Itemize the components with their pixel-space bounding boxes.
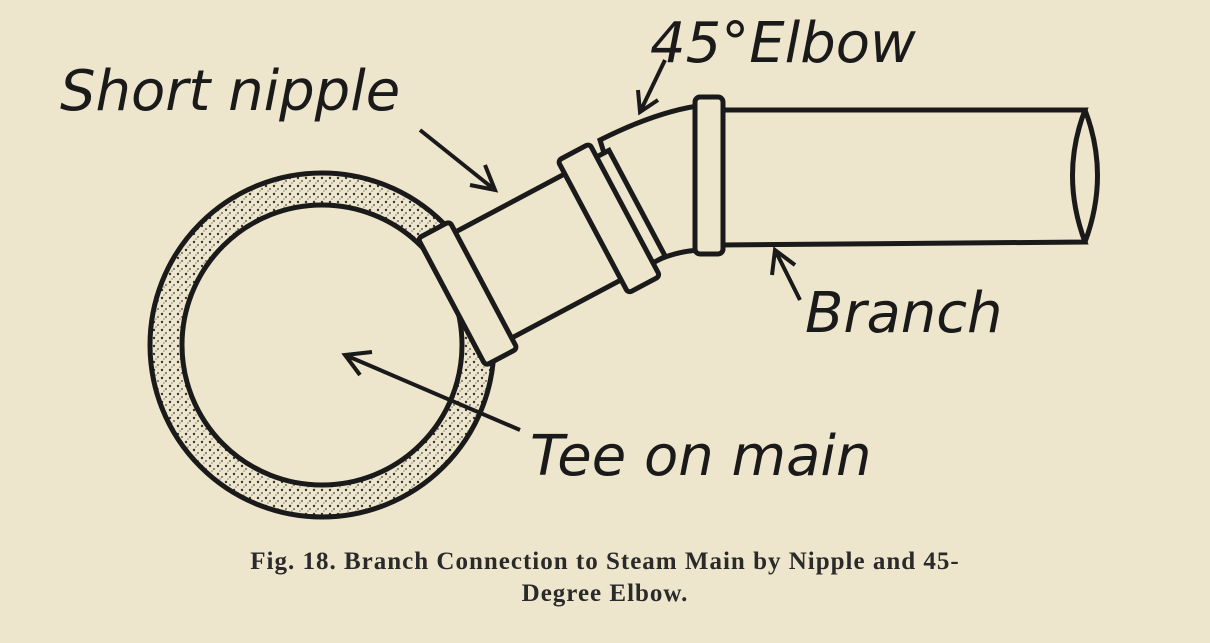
elbow-collar [692,94,726,257]
caption-line-2: Degree Elbow. [521,580,689,607]
branch-pipe [717,107,1100,248]
label-elbow: 45°Elbow [650,11,916,76]
label-branch: Branch [805,281,1003,346]
leader-arrows [341,59,802,432]
label-tee: Tee on main [530,424,871,489]
short-nipple [416,142,669,367]
label-short-nipple: Short nipple [60,59,400,124]
caption-line-1: Fig. 18. Branch Connection to Steam Main… [250,548,960,575]
tee-on-main [147,170,497,520]
